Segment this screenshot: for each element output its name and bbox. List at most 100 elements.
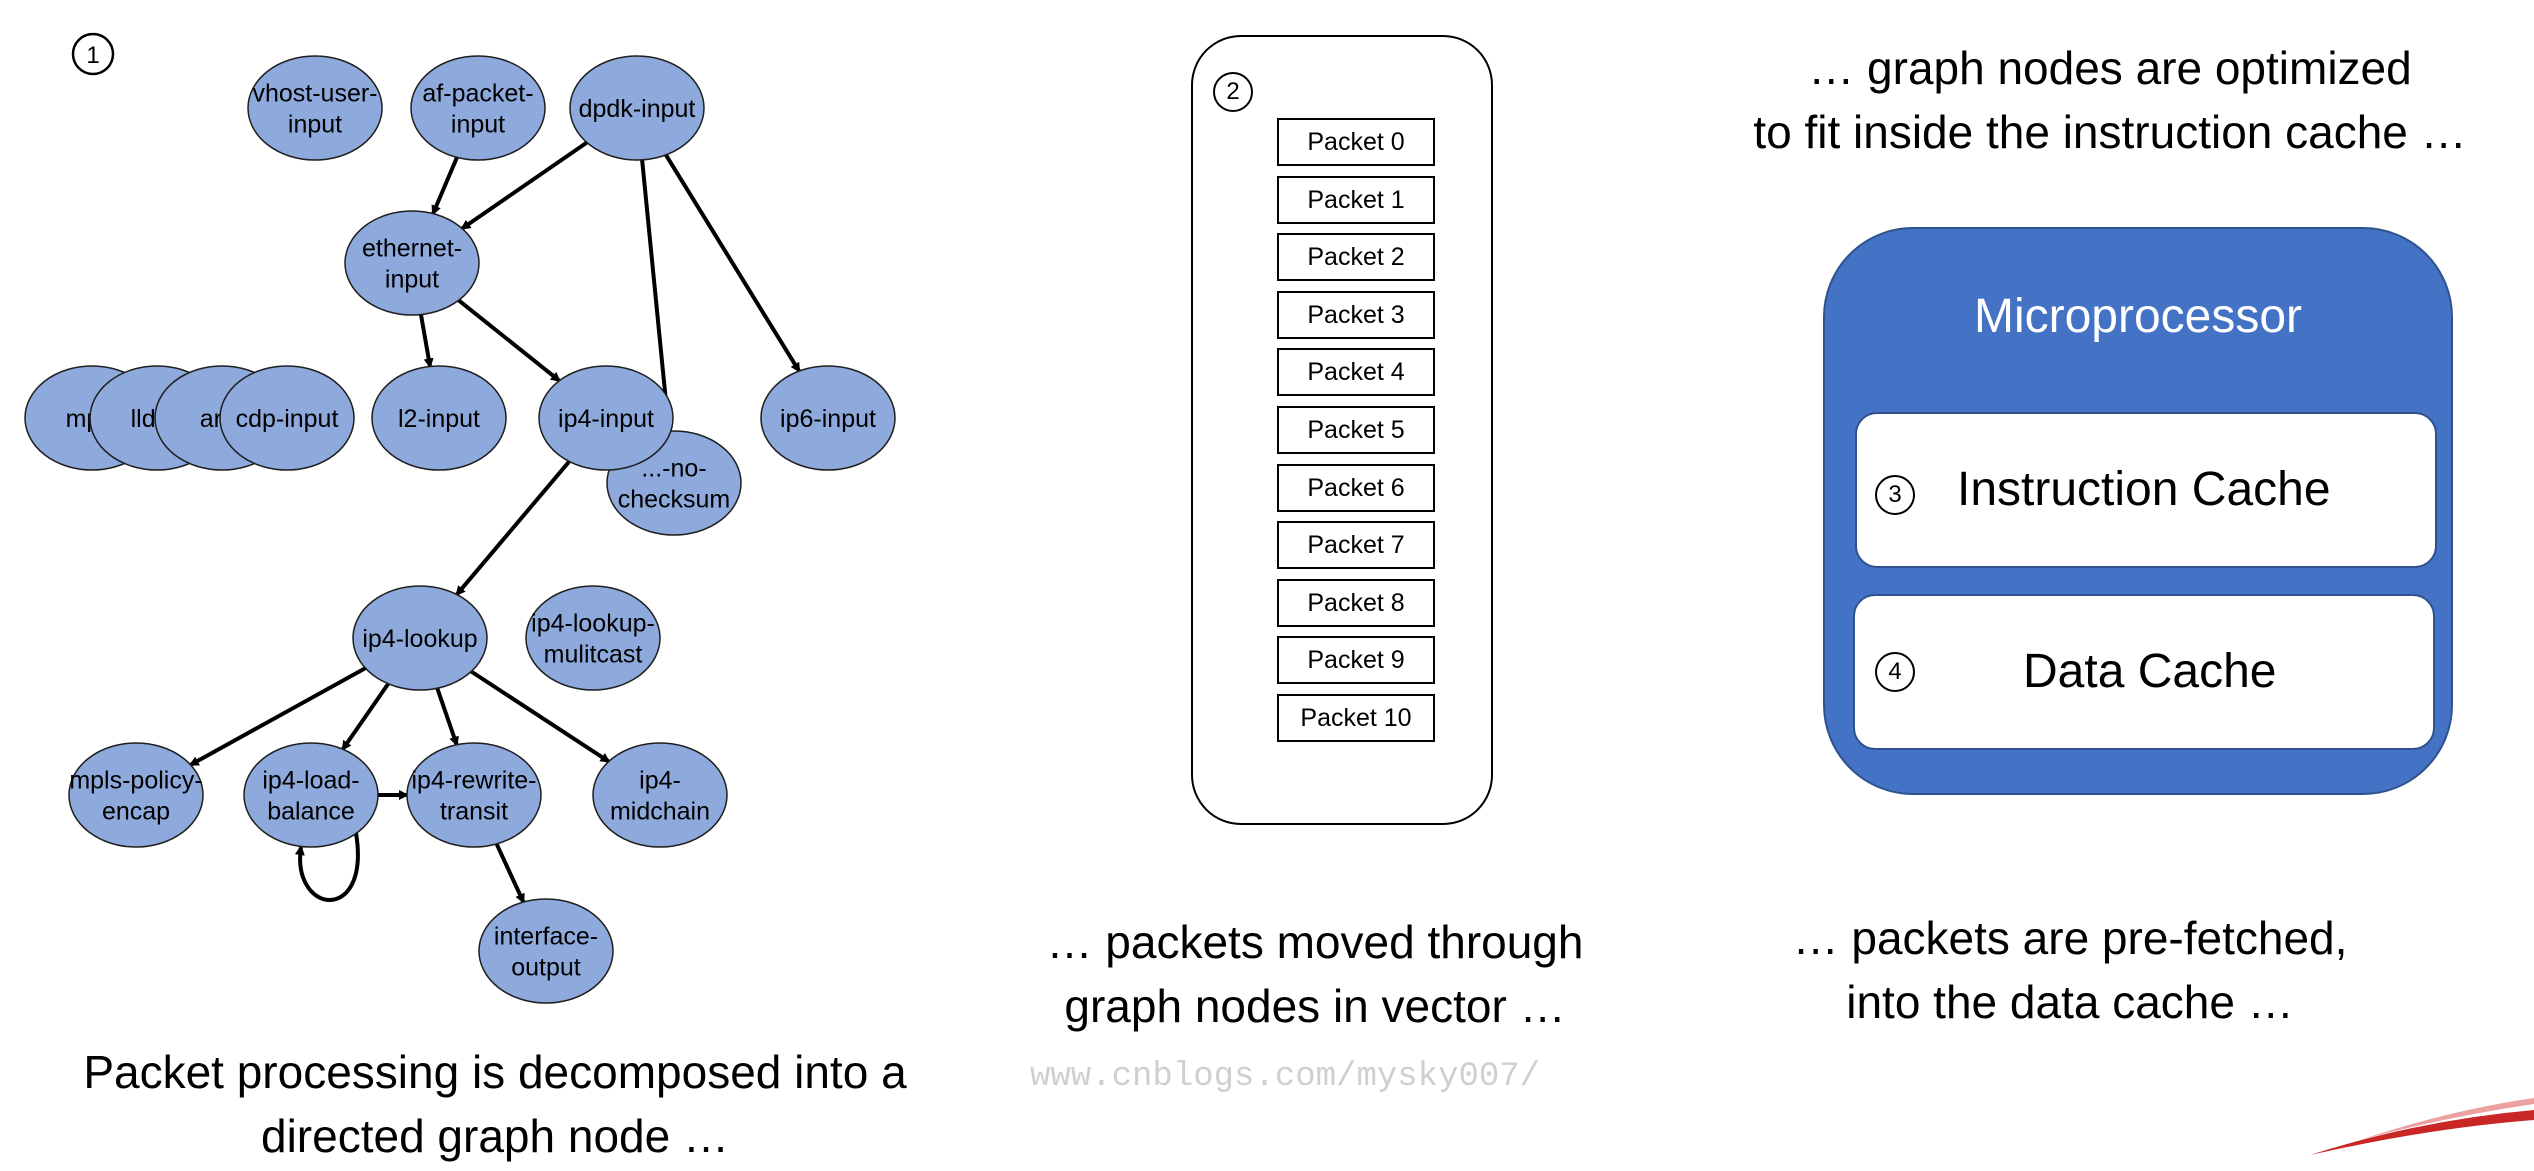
node-label: interface- [494,923,598,951]
graph-edge [188,666,367,767]
node-label: input [288,111,342,139]
node-label: input [385,266,439,294]
node-label: ip6-input [780,405,876,433]
graph-edge [470,669,611,764]
graph-edge [457,298,561,383]
node-ellipse [592,742,728,848]
graph-edge [494,843,526,904]
packet-item: Packet 6 [1277,464,1435,512]
packet-item: Packet 7 [1277,521,1435,569]
data-cache-box: 4 Data Cache [1853,594,2435,750]
node-ip6-input: ip6-input [760,365,896,471]
icache-caption-line1: … graph nodes are optimized [1808,42,2412,94]
node-mpls-policy-encap: mpls-policy-encap [68,742,204,848]
node-label: transit [440,798,508,826]
node-label: output [511,954,581,982]
graph-badge: 1 [71,32,115,76]
node-ip4-input: ip4-input [538,365,674,471]
data-cache-label: Data Cache [2023,645,2277,698]
node-ellipse [247,55,383,161]
node-interface-output: interface-output [478,898,614,1004]
node-label: encap [102,798,170,826]
node-ellipse [371,365,507,471]
node-label: ip4-load- [262,767,359,795]
icache-caption: … graph nodes are optimized to fit insid… [1700,36,2520,164]
graph-edge-self-loop [294,832,360,902]
node-ellipse [760,365,896,471]
node-ip4-lookup: ip4-lookup [352,585,488,691]
node-label: l2-input [398,405,480,433]
node-label: ip4- [639,767,681,795]
node-label: mpls-policy- [69,767,202,795]
dcache-caption: … packets are pre-fetched, into the data… [1760,906,2380,1034]
node-ellipse [410,55,546,161]
node-ellipse [352,585,488,691]
graph-edge [455,460,571,597]
vector-caption-line2: graph nodes in vector … [1064,980,1566,1032]
node-ellipse [478,898,614,1004]
node-ip4-load-balance: ip4-load-balance [243,742,379,848]
packet-item: Packet 4 [1277,348,1435,396]
graph-edge [341,682,390,751]
packet-item: Packet 10 [1277,694,1435,742]
node-ellipse [219,365,355,471]
instruction-cache-label: Instruction Cache [1957,463,2331,516]
node-label: af-packet- [422,80,533,108]
node-af-packet-input: af-packet-input [410,55,546,161]
node-label: checksum [618,486,731,514]
node-label: midchain [610,798,710,826]
node-l2-input: l2-input [371,365,507,471]
packet-item: Packet 8 [1277,579,1435,627]
node-label: ip4-lookup- [531,610,655,638]
dcache-caption-line1: … packets are pre-fetched, [1792,912,2348,964]
microprocessor-title: Microprocessor [1973,290,2303,343]
packet-item: Packet 2 [1277,233,1435,281]
node-ellipse [538,365,674,471]
graph-edge [664,153,801,373]
red-swoosh-decoration [2310,1098,2534,1155]
node-ip4-lookup-mulitcast: ip4-lookup-mulitcast [525,585,661,691]
node-cdp-input: cdp-input [219,365,355,471]
icache-caption-line2: to fit inside the instruction cache … [1753,106,2467,158]
node-ellipse [243,742,379,848]
vector-caption-line1: … packets moved through [1046,916,1584,968]
graph-caption: Packet processing is decomposed into a d… [30,1040,960,1168]
node-ip4-rewrite-transit: ip4-rewrite-transit [406,742,542,848]
node-label: dpdk-input [579,95,696,123]
node-label: ip4-lookup [362,625,477,653]
packet-item: Packet 5 [1277,406,1435,454]
node-label: ethernet- [362,235,462,263]
node-label: vhost-user- [252,80,377,108]
packet-item: Packet 3 [1277,291,1435,339]
microprocessor-box: Microprocessor 3 Instruction Cache 4 Dat… [1823,227,2453,795]
node-label: ...-no- [641,455,706,483]
node-ellipse [68,742,204,848]
node-ethernet-input: ethernet-input [344,210,480,316]
graph-edge [435,687,459,747]
graph-caption-line1: Packet processing is decomposed into a [83,1046,907,1098]
node-ellipse [569,55,705,161]
instruction-cache-box: 3 Instruction Cache [1855,412,2437,568]
graph-caption-line2: directed graph node … [261,1110,729,1162]
node-label: mulitcast [544,641,643,669]
icache-badge: 3 [1875,475,1915,515]
packet-item: Packet 9 [1277,636,1435,684]
node-ellipse [406,742,542,848]
vector-caption: … packets moved through graph nodes in v… [970,910,1660,1038]
graph-edge [460,140,589,231]
node-label: input [451,111,505,139]
node-vhost-user-input: vhost-user-input [247,55,383,161]
packet-item: Packet 0 [1277,118,1435,166]
dcache-badge: 4 [1875,652,1915,692]
watermark: www.cnblogs.com/mysky007/ [1030,1058,1541,1096]
vector-badge: 2 [1213,72,1253,112]
graph-edge [640,159,674,434]
dcache-caption-line2: into the data cache … [1846,976,2294,1028]
node-label: ip4-input [558,405,654,433]
packet-item: Packet 1 [1277,176,1435,224]
node-ellipse [525,585,661,691]
node-dpdk-input: dpdk-input [569,55,705,161]
svg-text:1: 1 [86,42,99,69]
node-ellipse [344,210,480,316]
